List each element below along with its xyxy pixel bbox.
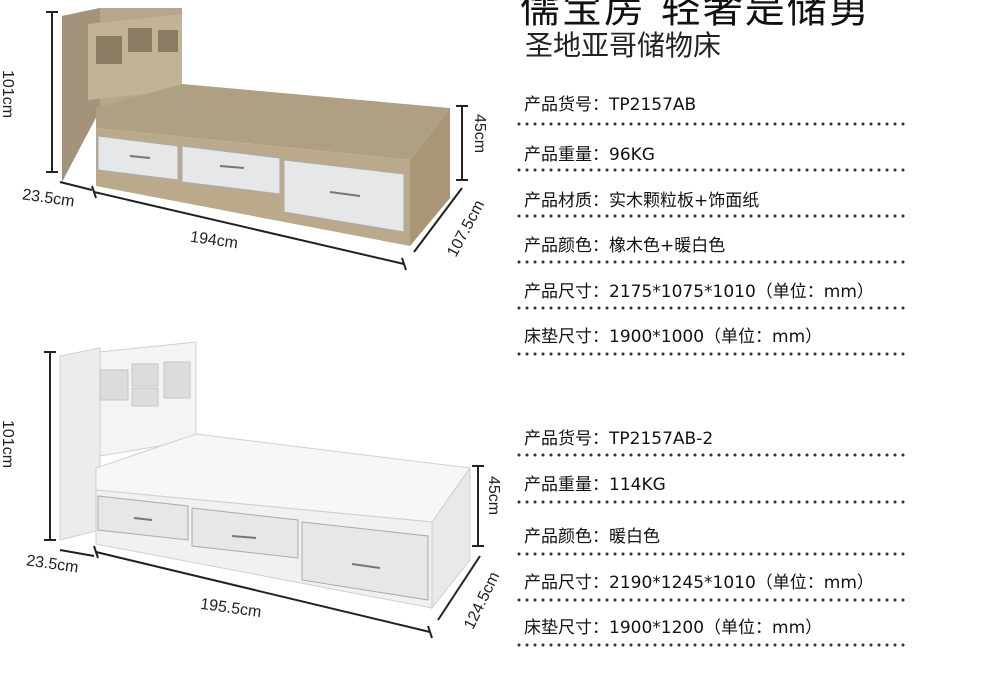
white-drawer-3 xyxy=(301,521,429,601)
white-height-label: 101cm xyxy=(0,420,16,469)
oak-side-height-label: 45cm xyxy=(471,114,488,154)
oak-footboard-side xyxy=(410,108,450,246)
dotted-divider xyxy=(515,500,905,504)
dotted-divider xyxy=(515,214,905,218)
dotted-divider xyxy=(515,352,905,356)
spec-row: 产品颜色：橡木色+暖白色 xyxy=(524,236,726,256)
dotted-divider xyxy=(515,260,905,264)
white-drawer-2 xyxy=(191,507,299,559)
dotted-divider xyxy=(515,598,905,602)
dotted-divider xyxy=(515,306,905,310)
oak-drawer-3 xyxy=(283,159,405,233)
dotted-divider xyxy=(515,168,905,172)
spec-row: 产品重量：96KG xyxy=(524,145,655,165)
white-shelf-cubby-2 xyxy=(131,363,159,387)
spec-row: 床垫尺寸：1900*1000（单位：mm） xyxy=(524,327,823,347)
spec-row: 产品货号：TP2157AB-2 xyxy=(524,429,714,449)
oak-height-label: 101cm xyxy=(0,70,16,119)
brand-title: 儒宝房 轻奢是储勇 xyxy=(520,0,871,32)
white-shelf-cubby-3 xyxy=(131,387,159,407)
oak-bed-top xyxy=(96,84,450,160)
oak-shelf-cubby-2 xyxy=(128,28,152,52)
white-headboard-front xyxy=(59,347,101,541)
oak-shelf-cubby-1 xyxy=(96,36,122,64)
spec-row: 产品尺寸：2190*1245*1010（单位：mm） xyxy=(524,573,874,593)
dotted-divider xyxy=(515,453,905,457)
white-shelf-cubby-4 xyxy=(163,361,191,399)
dotted-divider xyxy=(515,552,905,556)
spec-row: 产品货号：TP2157AB xyxy=(524,95,697,115)
oak-drawer-2 xyxy=(181,145,281,195)
oak-drawer-1 xyxy=(97,135,179,181)
spec-row: 产品材质：实木颗粒板+饰面纸 xyxy=(524,191,760,211)
spec-row: 产品尺寸：2175*1075*1010（单位：mm） xyxy=(524,282,874,302)
product-name: 圣地亚哥储物床 xyxy=(525,29,722,62)
spec-row: 产品重量：114KG xyxy=(524,475,666,495)
oak-shelf-cubby-3 xyxy=(158,30,178,52)
dotted-divider xyxy=(515,643,905,647)
spec-row: 产品颜色：暖白色 xyxy=(524,527,660,547)
white-shelf-cubby-1 xyxy=(99,369,129,401)
dotted-divider xyxy=(515,122,905,126)
white-side-height-label: 45cm xyxy=(485,476,502,516)
spec-row: 床垫尺寸：1900*1200（单位：mm） xyxy=(524,618,823,638)
